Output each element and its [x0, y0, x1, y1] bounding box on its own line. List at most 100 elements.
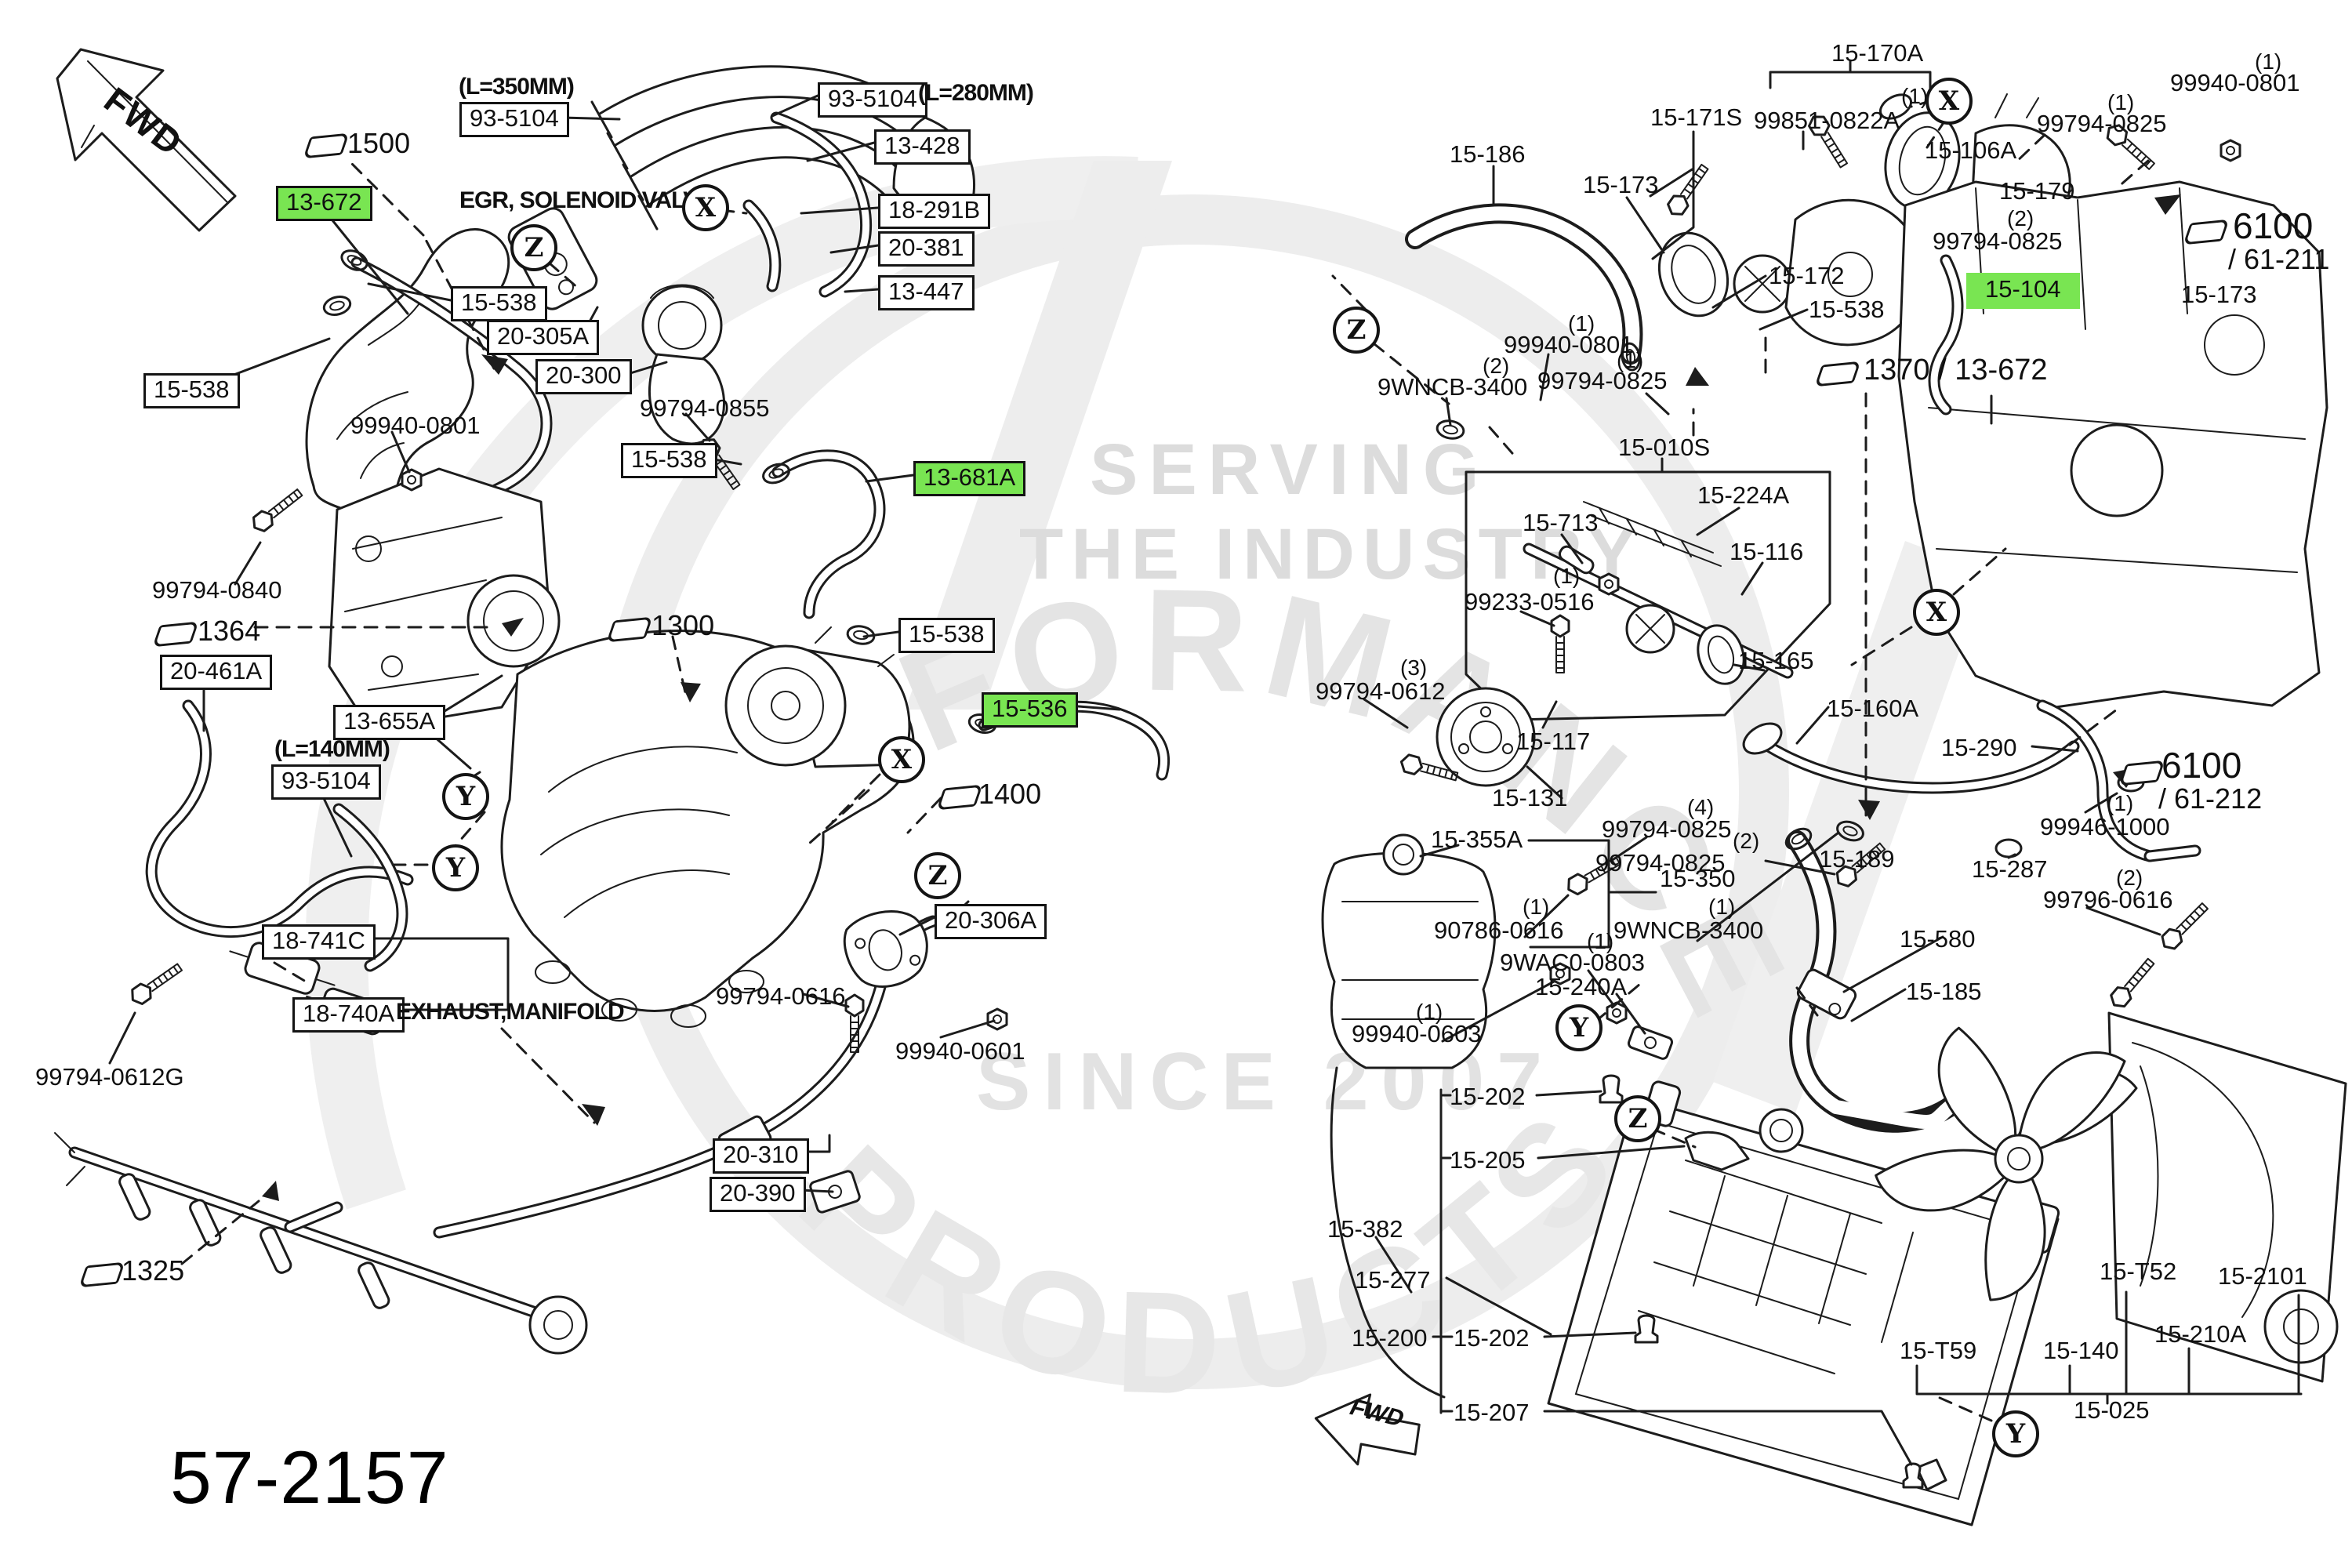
view-letter-x: X — [1926, 78, 1973, 125]
part-label: 15-173 — [1583, 171, 1659, 198]
part-label: (L=140MM) — [274, 736, 390, 762]
part-label: / 61-211 — [2228, 243, 2330, 275]
part-label: 15-189 — [1819, 845, 1895, 873]
part-label: 15-538 — [451, 286, 547, 321]
part-label: 15-172 — [1769, 262, 1845, 289]
part-label: 15-382 — [1327, 1215, 1403, 1243]
part-label: 99940-0801 — [2170, 69, 2300, 96]
part-label: (2) — [2116, 866, 2143, 890]
part-label: (1) — [1553, 564, 1581, 588]
part-label: 20-461A — [160, 655, 273, 690]
part-label: 20-310 — [713, 1138, 809, 1174]
part-label: 15-131 — [1492, 784, 1568, 811]
pipe-15-290-sketch — [1994, 699, 2201, 862]
part-label: 15-117 — [1516, 728, 1591, 755]
part-label: 20-381 — [878, 231, 975, 267]
part-label: 99940-0603 — [1352, 1020, 1482, 1047]
part-label: (1) — [1617, 348, 1644, 372]
part-label: 15-186 — [1450, 140, 1526, 168]
pulley-sketch — [1398, 687, 1536, 787]
part-label: 99794-0855 — [640, 394, 770, 422]
part-label: (1) — [1523, 895, 1550, 919]
part-label: 15-T59 — [1900, 1337, 1977, 1364]
part-label: 15-200 — [1352, 1324, 1428, 1352]
part-label: (1) — [2107, 791, 2134, 815]
part-label: 15-538 — [1809, 296, 1885, 323]
part-label: 15-106A — [1925, 136, 2017, 164]
view-letter-y: Y — [442, 773, 489, 820]
part-label: 15-538 — [143, 373, 240, 408]
part-label: 15-207 — [1454, 1399, 1530, 1426]
part-label: 15-350 — [1660, 865, 1736, 892]
part-label: EGR, SOLENOID VALVE — [459, 187, 713, 213]
part-label: (2) — [2007, 206, 2034, 230]
part-label: 15-224A — [1697, 481, 1790, 509]
view-letter-y: Y — [1555, 1004, 1602, 1051]
part-label: 93-5104 — [459, 102, 569, 137]
part-label: 15-116 — [1730, 538, 1804, 565]
part-label: 15-355A — [1431, 826, 1523, 853]
part-label: 15-277 — [1355, 1266, 1431, 1294]
part-label: 6100 — [2161, 745, 2242, 786]
view-letter-x: X — [1913, 589, 1960, 636]
spark-plug-wires-sketch — [590, 65, 975, 298]
air-pump-sketch — [724, 626, 911, 768]
part-label: 15-538 — [621, 443, 717, 478]
part-label: 1500 — [347, 127, 411, 159]
part-label: 9WNCB-3400 — [1613, 916, 1764, 944]
part-label: (3) — [1400, 655, 1428, 680]
part-label: 99794-0616 — [716, 982, 846, 1010]
part-label: 99794-0825 — [1602, 815, 1732, 843]
part-label: 15-179 — [1999, 177, 2075, 205]
part-label: 99940-0801 — [350, 412, 481, 439]
reservoir-tank-sketch — [1321, 417, 1674, 1399]
part-label: 1364 — [198, 615, 261, 647]
part-label: 1400 — [978, 778, 1042, 810]
part-label: 99794-0612G — [35, 1063, 184, 1091]
part-label: 20-305A — [487, 320, 600, 355]
part-label: 9WAC0-0803 — [1500, 949, 1645, 976]
view-letter-y: Y — [1992, 1410, 2039, 1457]
heater-pipe-15-160A-sketch — [1742, 722, 2080, 891]
view-letter-y: Y — [432, 844, 479, 891]
view-letter-z: Z — [1614, 1095, 1661, 1142]
part-label: (2) — [1483, 354, 1510, 378]
part-label: 18-291B — [878, 194, 991, 229]
part-label: 15-171S — [1650, 103, 1743, 131]
part-label: 99851-0822A — [1754, 107, 1900, 134]
part-label: 99796-0616 — [2043, 886, 2173, 913]
part-label: 6100 — [2233, 205, 2314, 246]
engine-block-sketch — [1897, 180, 2328, 709]
hose-13-681A-sketch — [759, 449, 886, 648]
part-label: 15-210A — [2154, 1320, 2247, 1348]
part-label: 99940-0801 — [1504, 331, 1634, 358]
part-label: 99794-0825 — [1933, 227, 2063, 255]
part-label: 15-140 — [2043, 1337, 2119, 1364]
part-label: 15-538 — [898, 618, 995, 653]
part-label: (1) — [1568, 311, 1595, 336]
part-label: 93-5104 — [818, 82, 927, 118]
dashed-lines-right — [1331, 99, 2150, 1422]
part-label: 15-010S — [1618, 434, 1711, 461]
fwd-arrow-top-left — [56, 48, 237, 232]
part-label: 13-428 — [874, 129, 971, 165]
part-label: 13-447 — [878, 275, 975, 310]
part-label-highlight: 15-104 — [1966, 273, 2080, 309]
part-label: (1) — [1901, 84, 1929, 108]
part-label: 99940-0601 — [895, 1037, 1025, 1065]
part-label: 15-202 — [1454, 1324, 1530, 1352]
view-letter-z: Z — [1333, 307, 1380, 354]
leader-lines-right — [1363, 60, 2303, 1466]
view-letter-z: Z — [914, 852, 961, 899]
part-label: 18-741C — [262, 924, 376, 960]
part-label: 99794-0825 — [2037, 110, 2167, 137]
part-label: (1) — [2107, 90, 2135, 114]
watermark-line1: SERVING — [1090, 430, 1490, 510]
part-label: (1) — [2255, 49, 2282, 74]
part-label: EXHAUST,MANIFOLD — [396, 999, 625, 1025]
part-label: (2) — [1733, 829, 1760, 853]
fan-shroud-sketch — [2106, 898, 2347, 1383]
part-label: / 61-212 — [2158, 782, 2263, 815]
part-label: 15-287 — [1972, 855, 2048, 883]
